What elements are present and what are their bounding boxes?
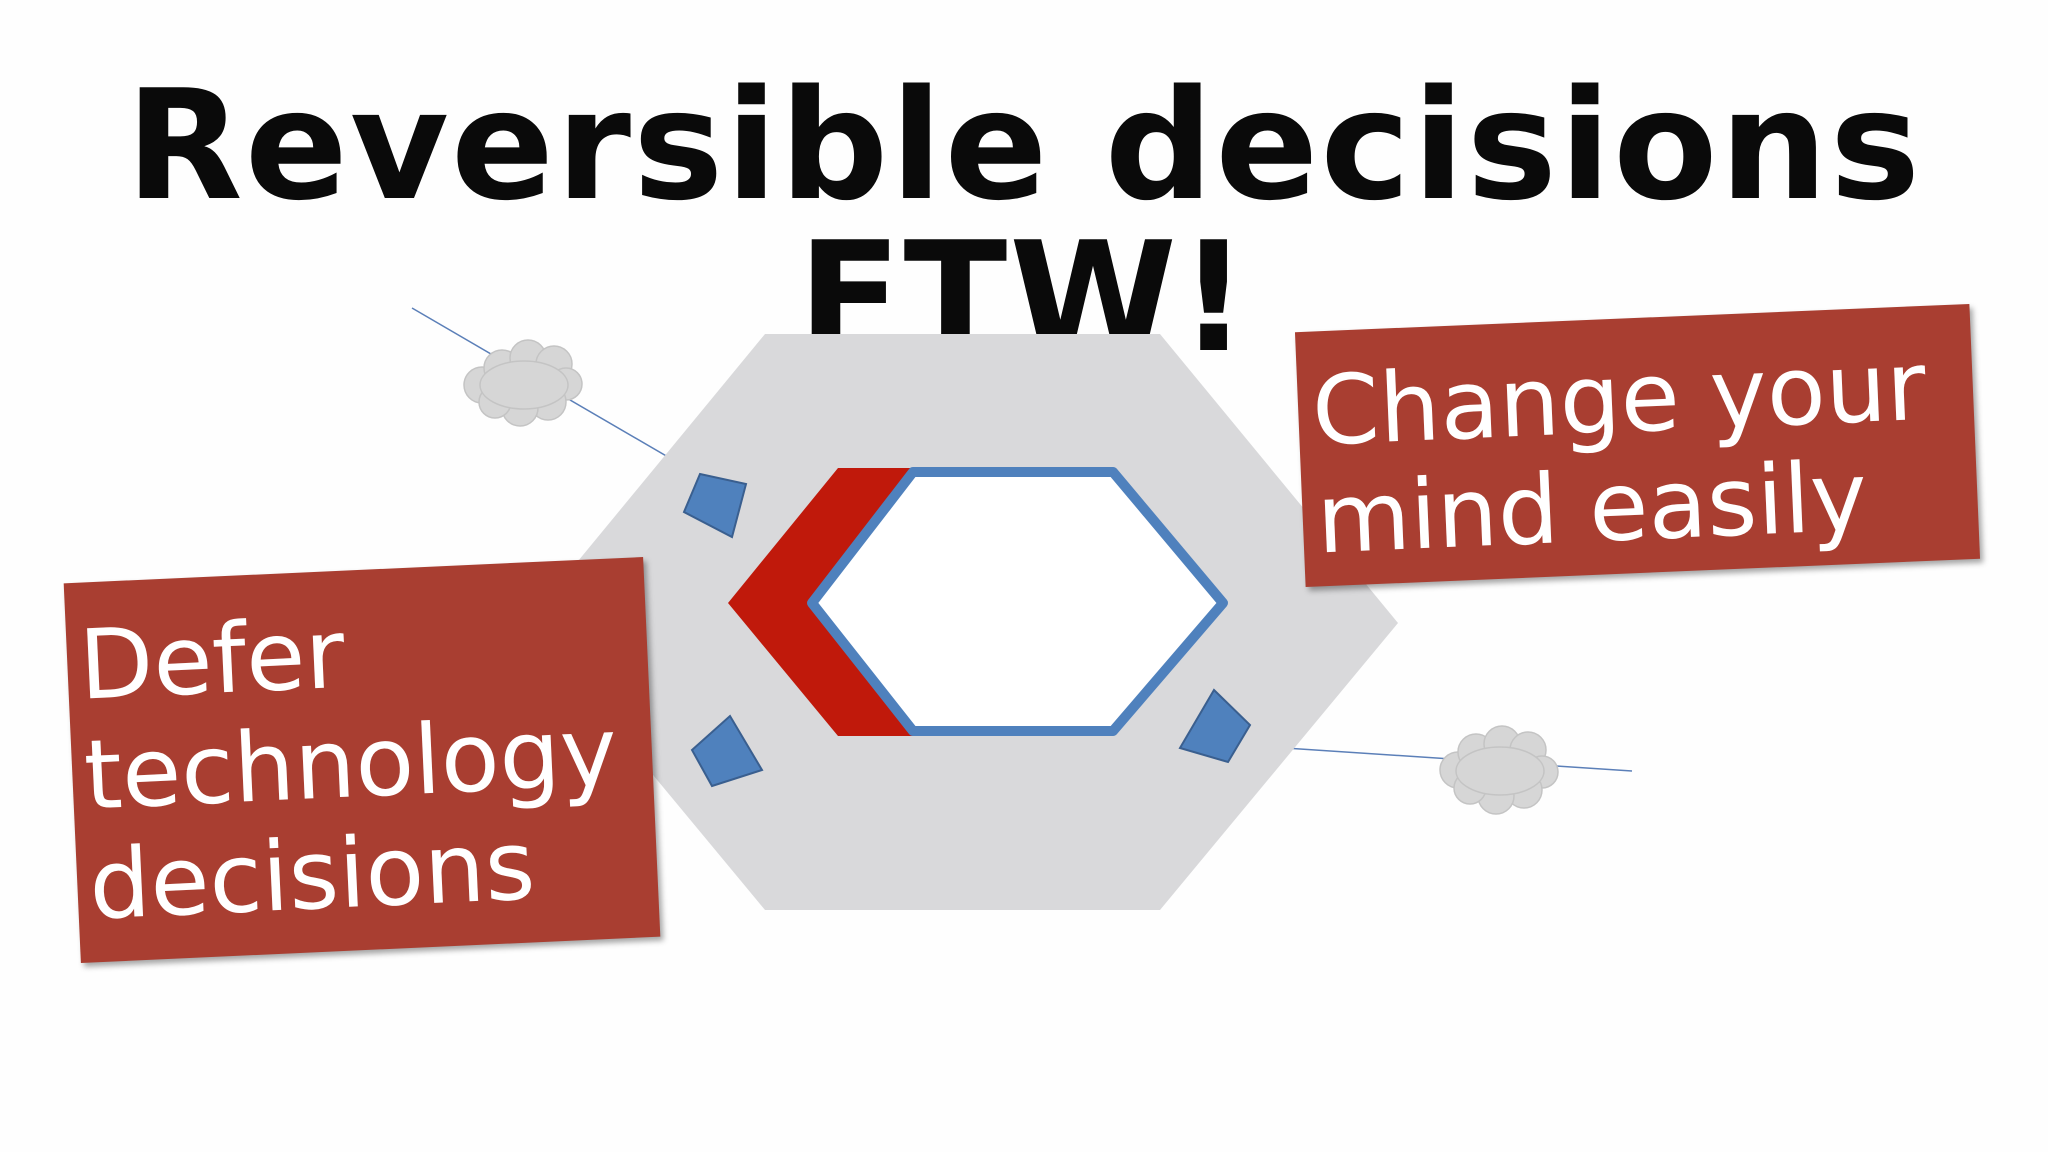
inner-red-accent [728, 468, 915, 736]
sticky-note-change-mind: Change your mind easily [1294, 303, 1981, 588]
slide-title: Reversible decisions FTW! [125, 57, 1923, 386]
sticky-note-defer-decisions: Defer technology decisions [63, 557, 661, 963]
cloud-icon [1439, 725, 1559, 815]
inner-hexagon [807, 467, 1228, 736]
port-right [1178, 688, 1252, 764]
cloud-icon [463, 339, 583, 427]
port-top-left [682, 472, 748, 539]
connector-line-right-outer [1239, 744, 1633, 772]
port-bottom-left [690, 714, 764, 788]
note-line: decisions [86, 809, 538, 942]
